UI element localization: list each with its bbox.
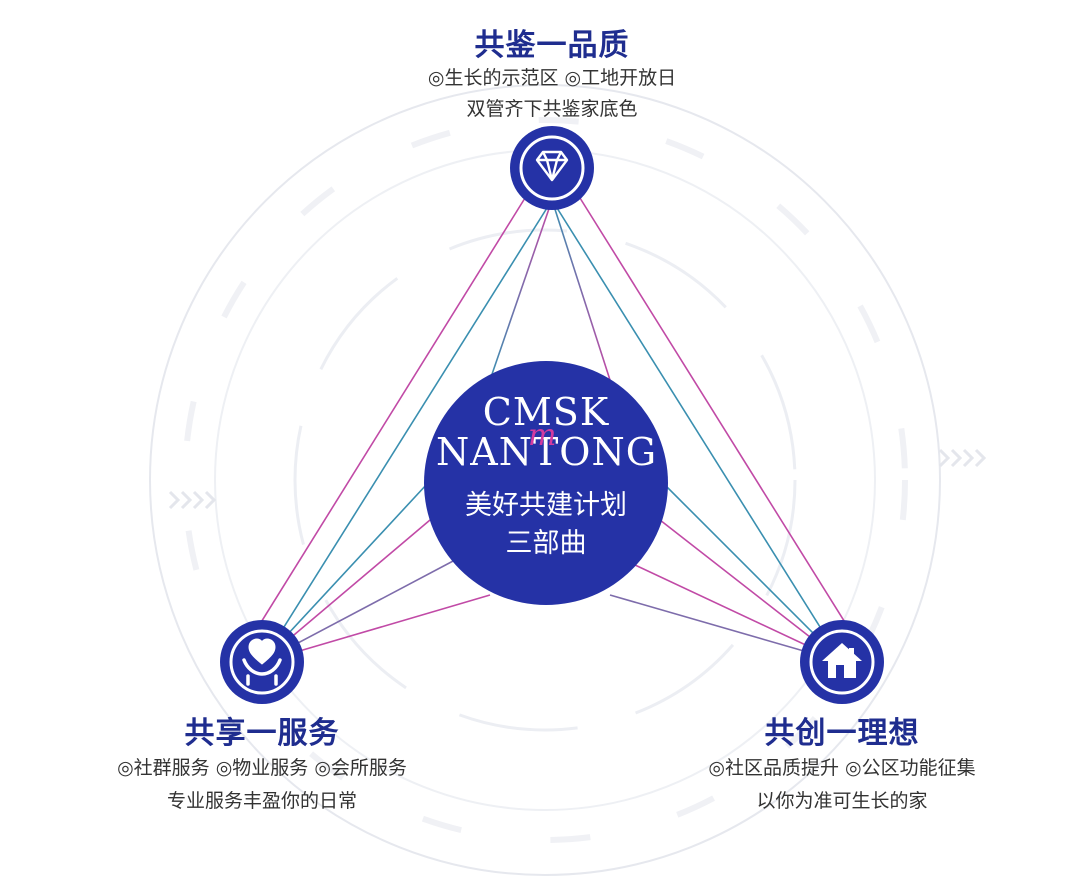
left-node-title: 共享一服务	[184, 716, 340, 751]
background-chevrons	[168, 448, 987, 510]
center-logo: CMSK m NANTONG	[436, 392, 656, 472]
right-node-line1: ◎社区品质提升 ◎公区功能征集	[708, 757, 976, 779]
top-node-line2: 双管齐下共鉴家底色	[466, 98, 638, 120]
top-node-badge	[510, 126, 594, 210]
heart-hands-icon	[242, 638, 282, 686]
house-icon	[822, 643, 862, 678]
logo-line1: CMSK	[482, 390, 610, 434]
center-circle	[424, 361, 668, 605]
left-node-line2: 专业服务丰盈你的日常	[166, 790, 357, 812]
logo-line2: NANTONG	[436, 430, 658, 474]
right-node-badge	[800, 620, 884, 704]
right-node-title: 共创一理想	[764, 716, 920, 751]
right-node-line2: 以你为准可生长的家	[756, 790, 928, 812]
top-node-title: 共鉴一品质	[474, 28, 630, 63]
top-node-line1: ◎生长的示范区 ◎工地开放日	[427, 67, 677, 89]
diamond-icon	[535, 150, 569, 182]
center-title-line1: 美好共建计划	[465, 490, 627, 521]
center-title-line2: 三部曲	[505, 528, 587, 559]
left-node-badge	[220, 620, 304, 704]
left-node-line1: ◎社群服务 ◎物业服务 ◎会所服务	[117, 757, 407, 779]
logo-script: m	[528, 418, 557, 453]
